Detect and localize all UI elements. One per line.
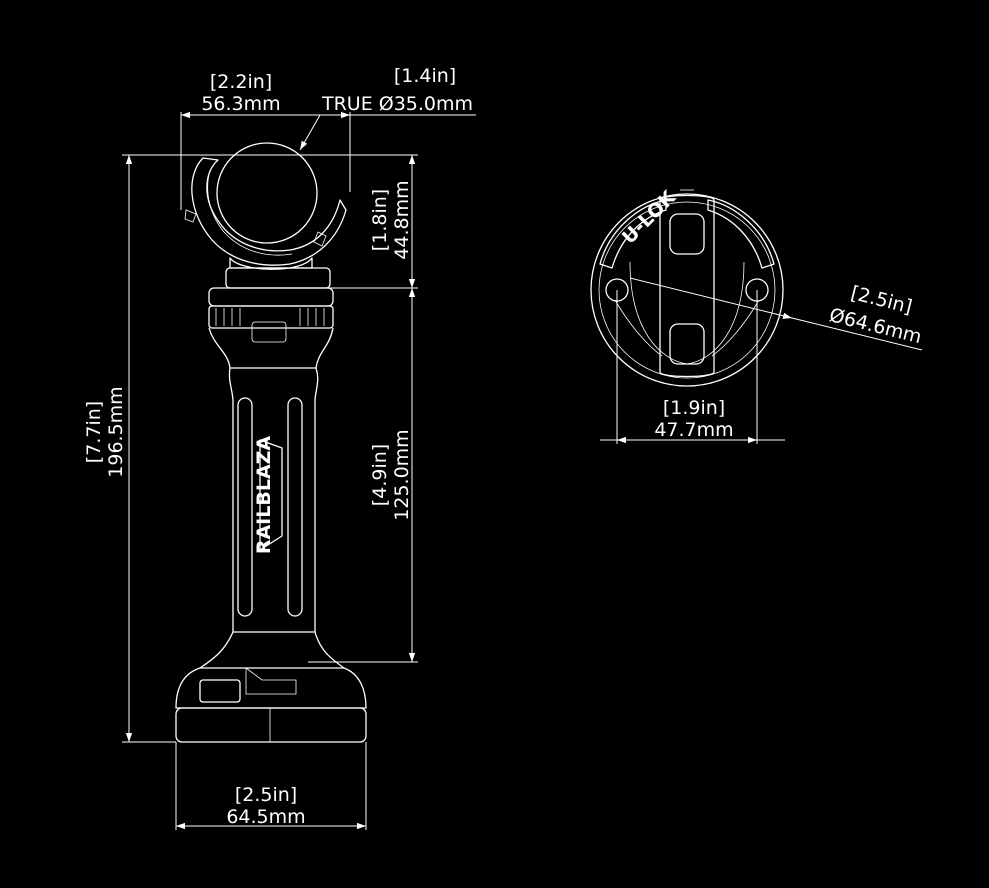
top-view: U-LOK [1.9in] 47.7mm [2.5in] Ø64.6mm	[590, 186, 924, 444]
true-diameter-mm: Ø35.0mm	[379, 93, 473, 115]
clamp-jaws	[184, 142, 347, 270]
true-diameter-prefix: TRUE	[321, 93, 379, 115]
true-diameter-inch: [1.4in]	[394, 65, 456, 87]
jaw-width-mm: 56.3mm	[201, 93, 280, 115]
shaft-height-inch: [4.9in]	[369, 444, 391, 506]
base-top-outline	[590, 189, 784, 387]
top-dimension-lines	[600, 277, 923, 444]
mount-spacing-mm: 47.7mm	[654, 419, 733, 441]
collar	[208, 267, 334, 369]
shaft	[228, 367, 319, 633]
jaw-width-inch: [2.2in]	[210, 71, 272, 93]
railblaza-logo: RAILBLAZA	[253, 436, 275, 555]
side-dimension-lines	[122, 111, 476, 830]
base	[175, 631, 367, 743]
true-diameter-label: TRUE Ø35.0mm	[321, 93, 473, 115]
base-width-mm: 64.5mm	[226, 806, 305, 828]
side-view: RAILBLAZA [2.2in] 56.3mm [1.4in]	[83, 65, 476, 830]
clamp-height-mm: 44.8mm	[391, 180, 413, 259]
overall-height-mm: 196.5mm	[105, 386, 127, 477]
clamp-height-inch: [1.8in]	[369, 189, 391, 251]
overall-height-inch: [7.7in]	[83, 401, 105, 463]
shaft-height-mm: 125.0mm	[391, 429, 413, 520]
mount-spacing-inch: [1.9in]	[663, 397, 725, 419]
base-width-inch: [2.5in]	[235, 784, 297, 806]
